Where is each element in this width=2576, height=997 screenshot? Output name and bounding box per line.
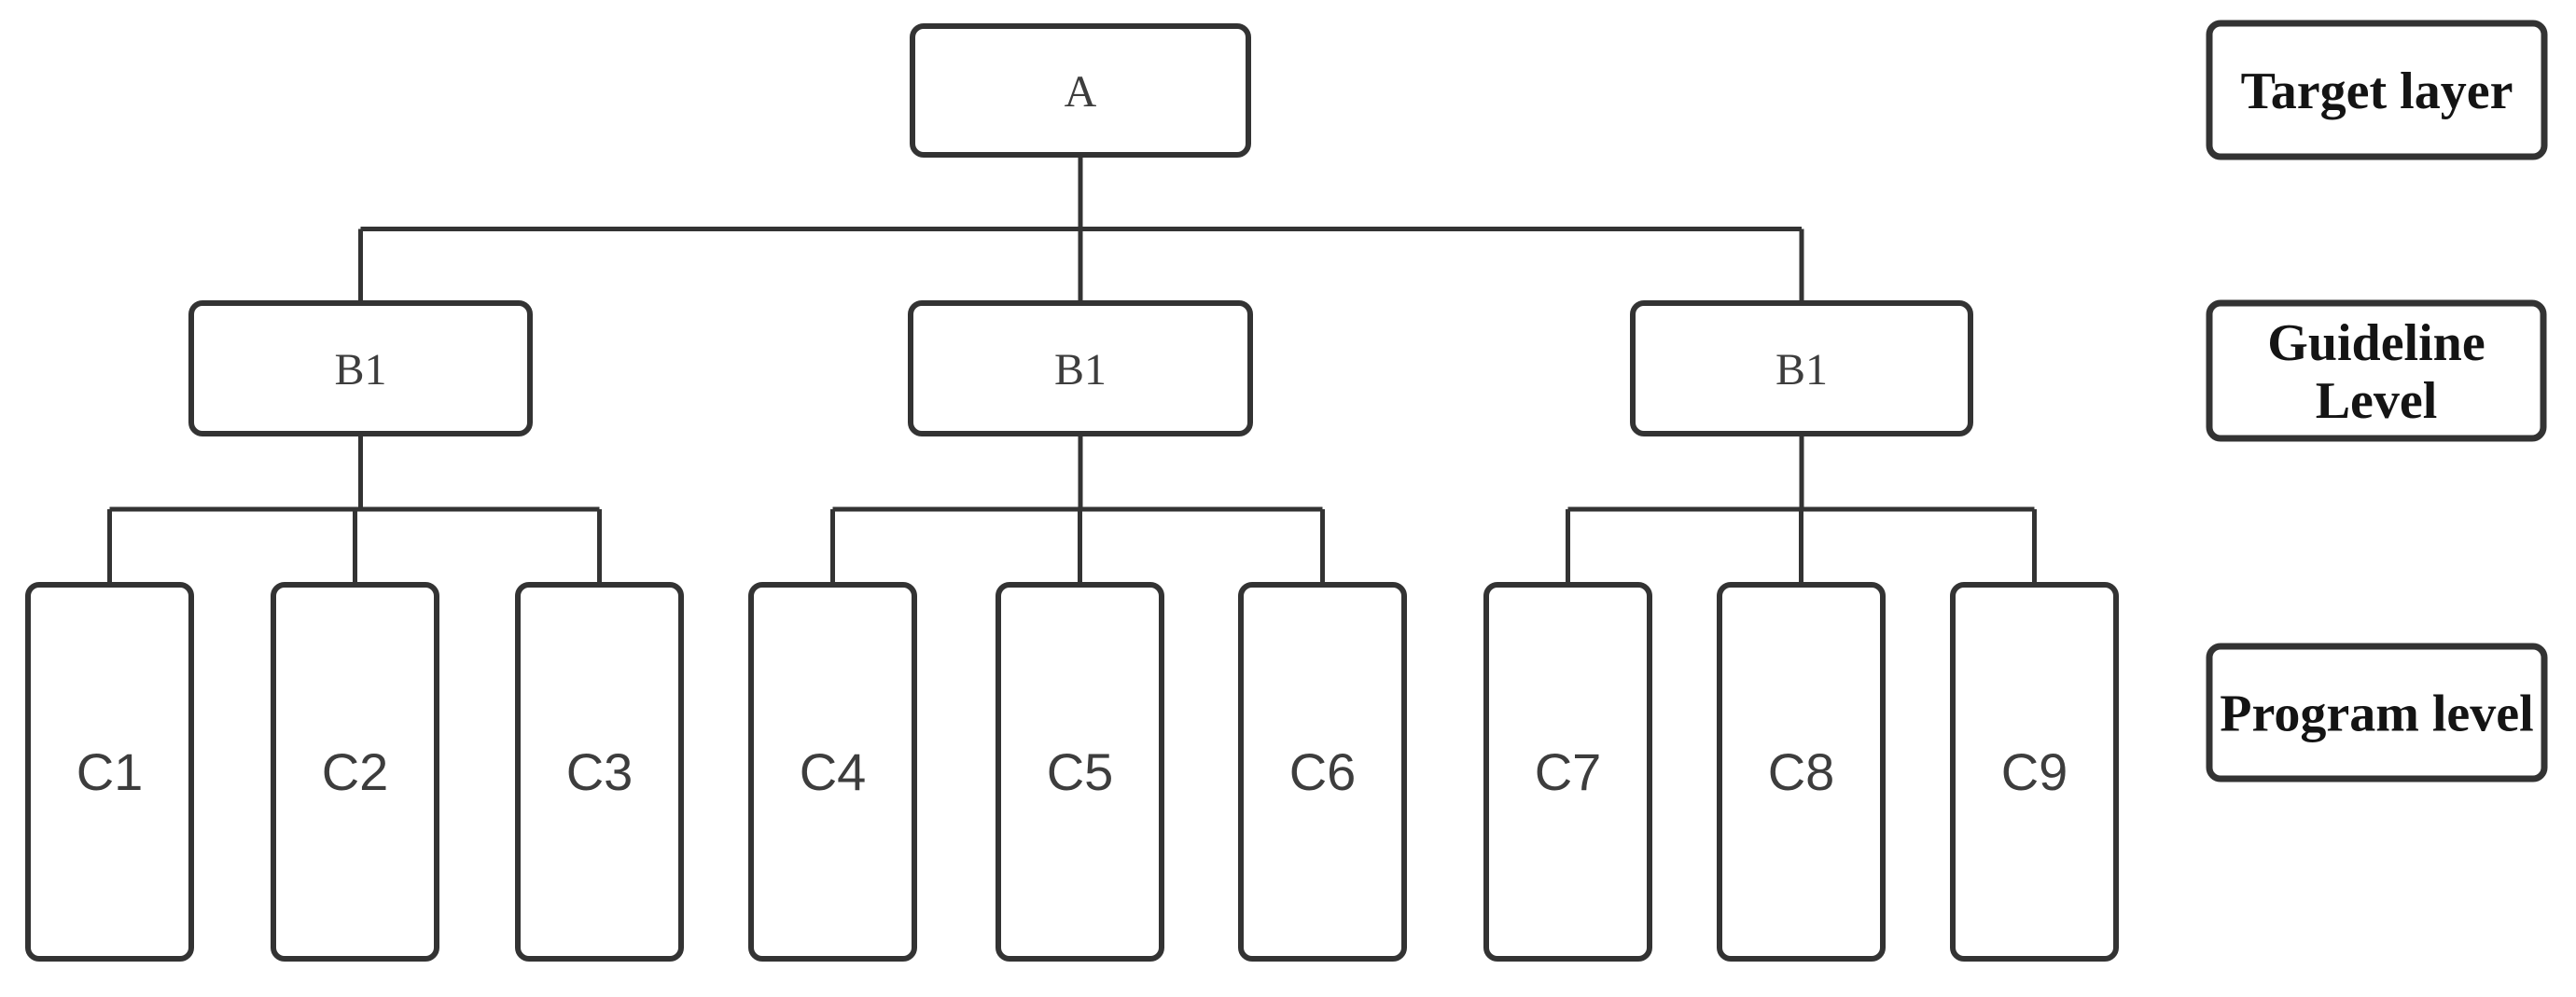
node-C7-label: C7 — [1535, 742, 1602, 801]
node-A-box — [910, 23, 1251, 158]
legend-program-level-box — [2206, 643, 2548, 782]
node-C6-label: C6 — [1289, 742, 1357, 801]
node-C8-box — [1717, 582, 1886, 962]
node-B1-middle: B1 — [908, 300, 1253, 436]
node-A: A — [910, 23, 1251, 158]
node-C7: C7 — [1483, 582, 1652, 962]
legend-target-layer-line: Target layer — [2241, 62, 2513, 120]
connector-B1-middle — [830, 434, 1325, 585]
node-C3: C3 — [515, 582, 684, 962]
node-B1-right: B1 — [1630, 300, 1973, 436]
node-B1-middle-label: B1 — [1054, 345, 1107, 395]
node-B1-left-label: B1 — [334, 345, 386, 395]
node-B1-left-box — [188, 300, 533, 436]
node-B1-left: B1 — [188, 300, 533, 436]
node-C9: C9 — [1950, 582, 2119, 962]
legend-guideline-level-line: Level — [2316, 372, 2438, 430]
node-C1: C1 — [25, 582, 194, 962]
legend-guideline-level-box — [2206, 299, 2547, 442]
connector-A — [358, 155, 1804, 303]
node-C3-label: C3 — [566, 742, 634, 801]
legend-target-layer-box — [2206, 20, 2548, 160]
connector-B1-right — [1566, 434, 2037, 585]
node-C6-box — [1238, 582, 1407, 962]
legend-program-level-label: Program level — [2220, 685, 2533, 743]
node-C5-box — [996, 582, 1164, 962]
node-A-label: A — [1065, 67, 1097, 117]
legend-item-target-layer: Target layer — [2206, 20, 2548, 160]
node-C7-box — [1483, 582, 1652, 962]
legend-program-level-line: Program level — [2220, 685, 2533, 743]
legend-item-program-level: Program level — [2206, 643, 2548, 782]
node-C4: C4 — [748, 582, 917, 962]
node-C1-label: C1 — [77, 742, 144, 801]
node-C4-box — [748, 582, 917, 962]
node-C1-box — [25, 582, 194, 962]
node-C8-label: C8 — [1768, 742, 1835, 801]
node-B1-right-box — [1630, 300, 1973, 436]
node-C4-label: C4 — [800, 742, 867, 801]
node-C6: C6 — [1238, 582, 1407, 962]
node-C2: C2 — [271, 582, 439, 962]
node-B1-middle-box — [908, 300, 1253, 436]
node-C2-box — [271, 582, 439, 962]
node-C2-label: C2 — [322, 742, 389, 801]
legend-target-layer-label: Target layer — [2241, 62, 2513, 120]
node-B1-right-label: B1 — [1775, 345, 1828, 395]
node-C3-box — [515, 582, 684, 962]
connector-B1-left — [107, 434, 602, 585]
node-C9-box — [1950, 582, 2119, 962]
node-C8: C8 — [1717, 582, 1886, 962]
node-C5-label: C5 — [1047, 742, 1114, 801]
node-C9-label: C9 — [2001, 742, 2068, 801]
legend-guideline-level-line: Guideline — [2267, 314, 2485, 372]
node-C5: C5 — [996, 582, 1164, 962]
